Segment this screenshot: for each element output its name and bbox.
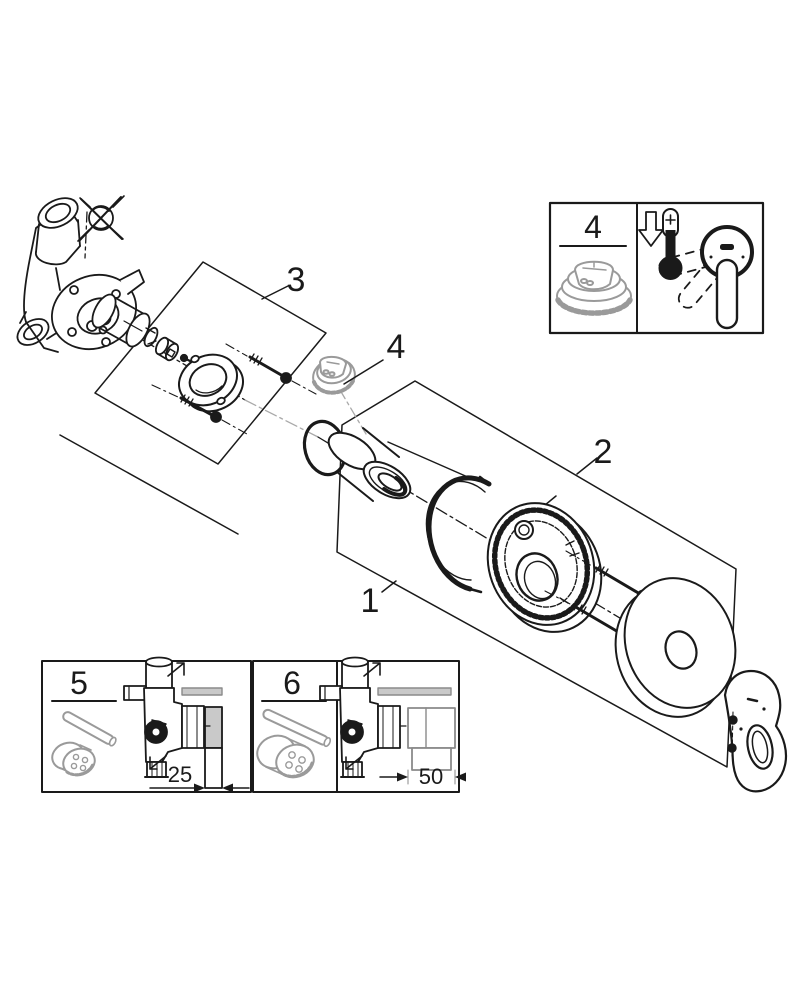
callout-2: 2	[594, 433, 613, 471]
group-frame-3	[94, 261, 327, 465]
callout-1: 1	[361, 582, 380, 620]
lever-handle	[723, 669, 788, 793]
callout-4-leader	[343, 359, 384, 385]
inset-5-label: 5	[70, 665, 88, 701]
wall-section	[407, 707, 456, 771]
svg-text:50: 50	[419, 764, 443, 789]
extension-spacer	[51, 741, 96, 777]
surface-mark-icon	[345, 755, 363, 770]
valve-spindle	[181, 687, 223, 696]
inset-temperature-adjustment: 4	[548, 201, 765, 335]
callout-4: 4	[387, 328, 406, 366]
arrow-down-icon	[638, 211, 664, 247]
cartridge	[91, 293, 159, 348]
callout-3: 3	[287, 261, 306, 299]
mounting-flange	[178, 353, 244, 413]
surface-mark-icon	[167, 662, 185, 677]
extension-spindle	[62, 711, 117, 747]
extension-spindle	[262, 708, 332, 748]
valve-spindle	[377, 687, 452, 696]
mounting-plate	[486, 502, 603, 633]
temperature-limiter-cap	[312, 356, 356, 395]
inset-4-label: 4	[584, 209, 602, 245]
screw	[151, 384, 248, 435]
trim-sleeve	[327, 427, 412, 502]
retaining-clip	[425, 475, 492, 594]
inset-extension-25: 5	[41, 656, 252, 793]
thermometer-icon	[658, 208, 683, 280]
wall-section	[204, 706, 223, 789]
lever-rotation-icon	[658, 225, 754, 330]
escutcheon	[614, 577, 737, 718]
valve-section-view	[123, 656, 223, 778]
screw	[225, 343, 317, 395]
dimension-50: 50	[379, 764, 466, 789]
surface-mark-icon	[363, 662, 381, 677]
inset-6-label: 6	[283, 665, 301, 701]
inset-extension-50: 6	[252, 656, 466, 793]
crossed-out-cap-icon	[77, 195, 125, 242]
temperature-limiter-cap-icon	[555, 260, 633, 316]
valve-section-view	[319, 656, 452, 778]
extension-spacer	[256, 734, 315, 779]
cartridge-adapter	[154, 336, 180, 362]
svg-text:25: 25	[168, 762, 192, 787]
surface-mark-icon	[149, 755, 167, 770]
dimension-25: 25	[149, 762, 250, 793]
